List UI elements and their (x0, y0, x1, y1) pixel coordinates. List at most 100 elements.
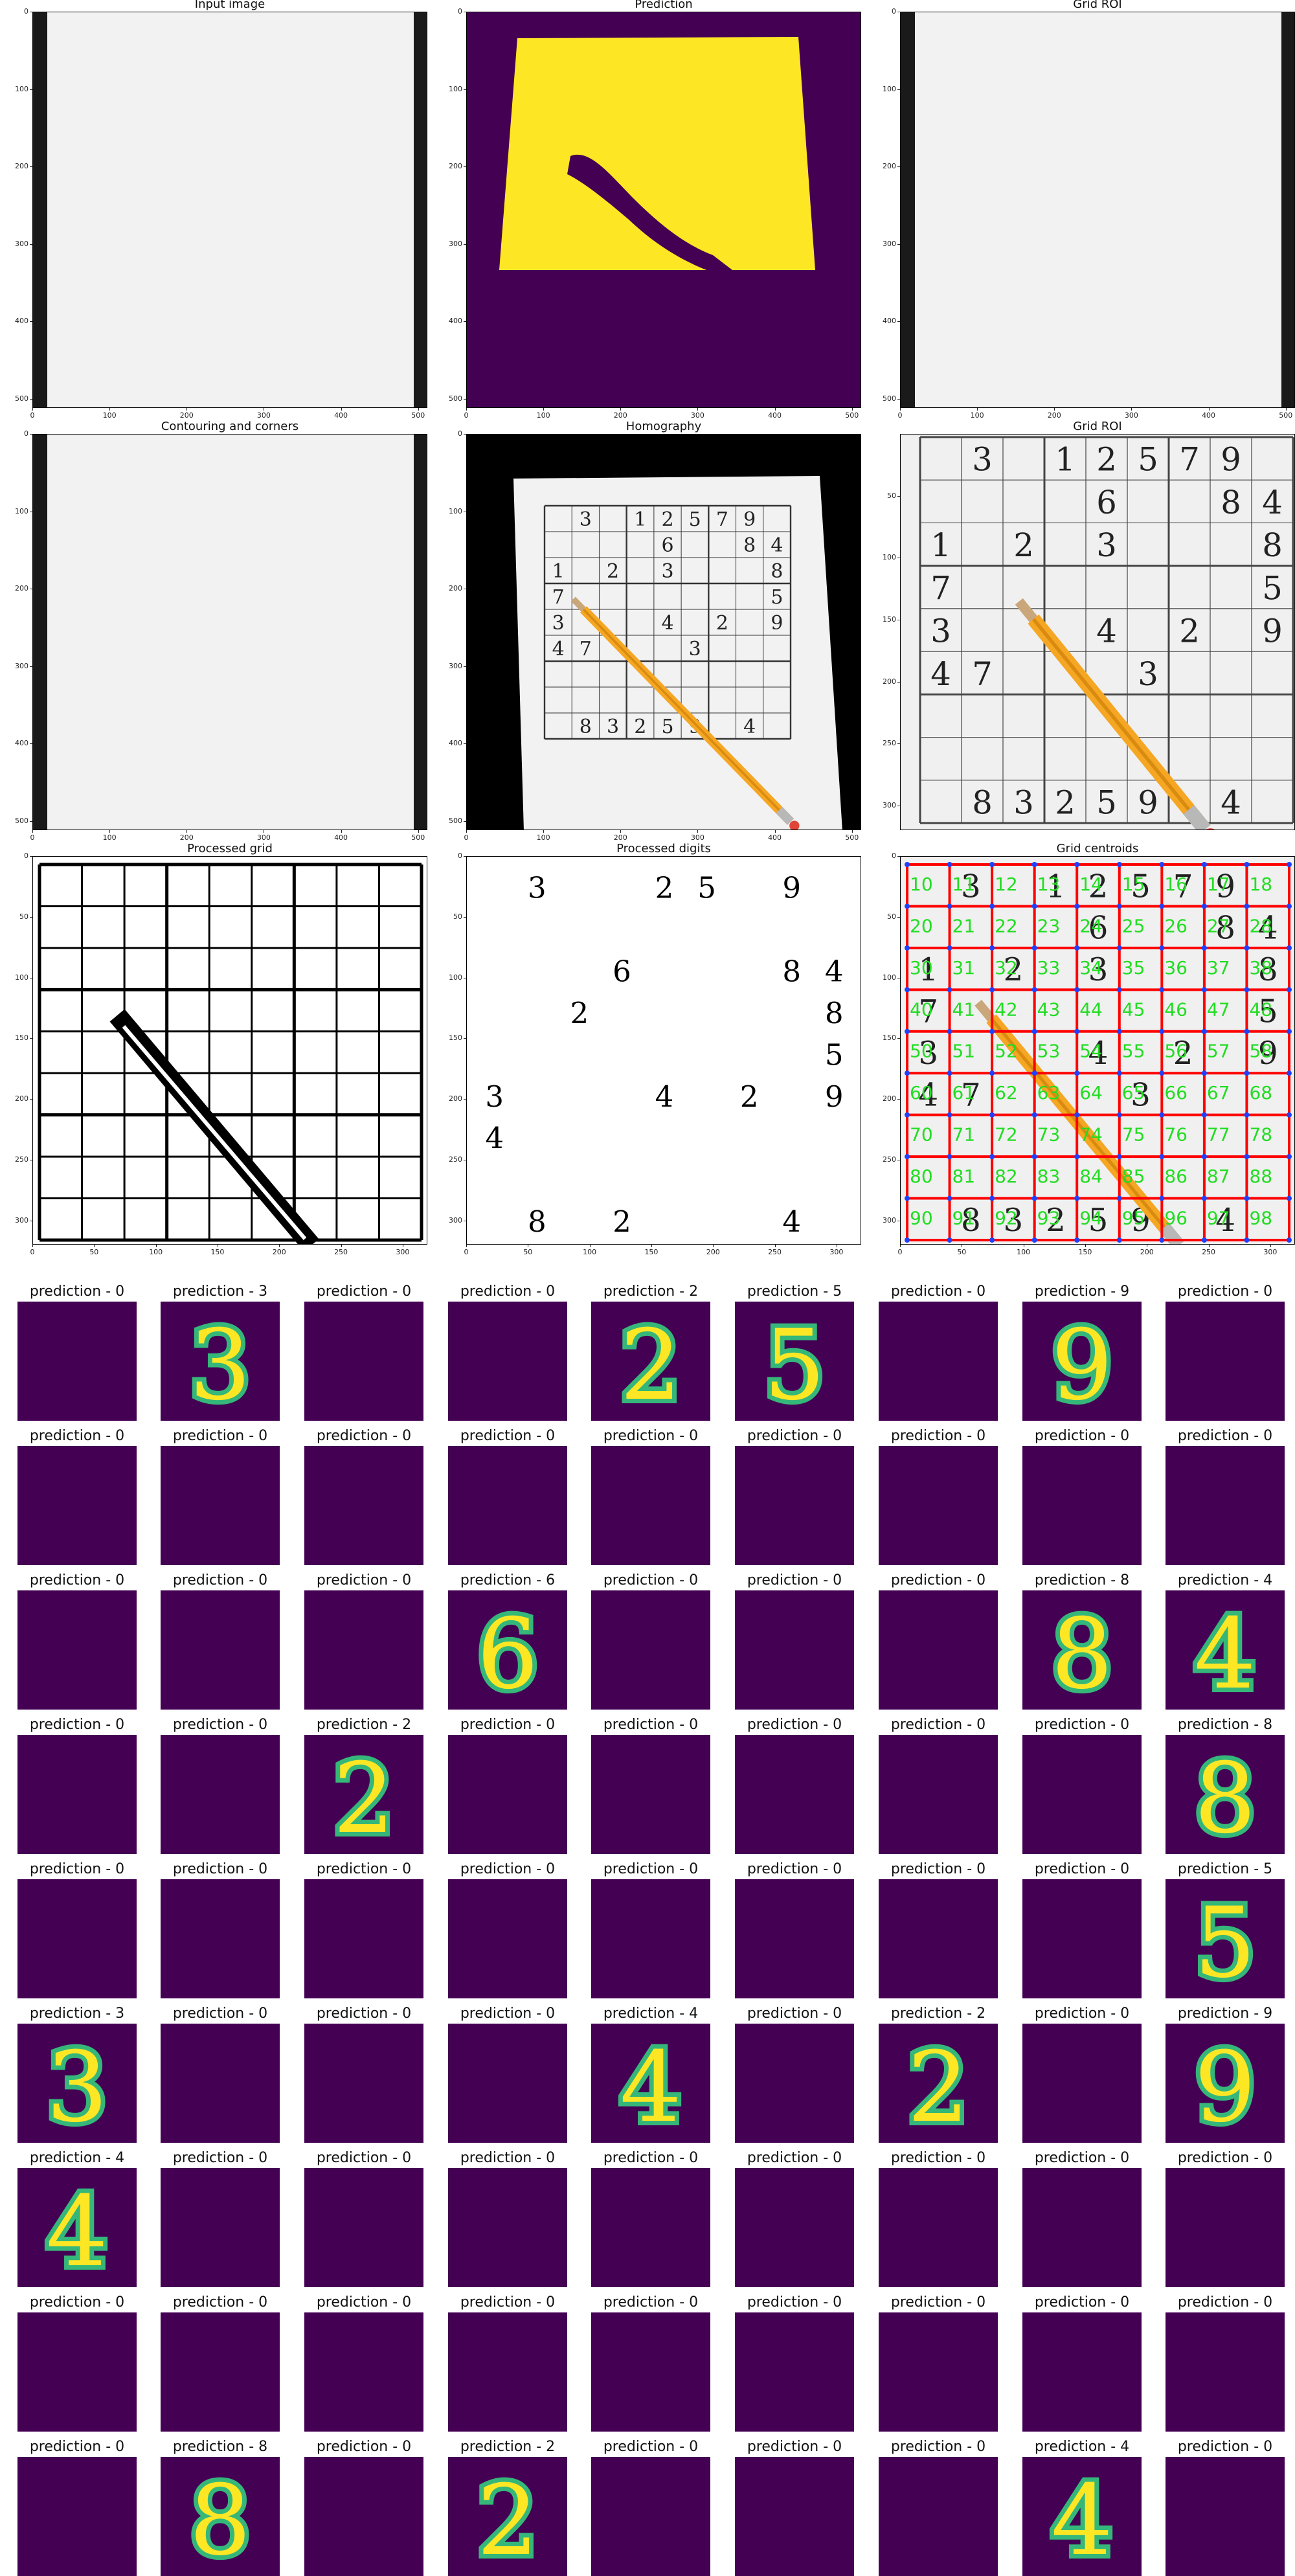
centroid-label: 58 (1249, 1041, 1272, 1062)
cell-prediction-tile (735, 1735, 854, 1854)
prediction-label: prediction - 0 (580, 1428, 722, 1444)
cell-prediction-tile (1166, 1302, 1285, 1421)
y-tick-label: 200 (870, 1094, 896, 1103)
corner-dot (947, 862, 952, 867)
corner-dot (1287, 1196, 1292, 1201)
prediction-label: prediction - 4 (6, 2150, 148, 2166)
y-tick-label: 0 (3, 429, 28, 438)
centroid-label: 13 (1037, 874, 1061, 895)
processed-digit: 4 (825, 954, 844, 988)
x-tick-mark (775, 830, 776, 833)
x-tick-mark (418, 830, 419, 833)
centroid-label: 33 (1037, 957, 1061, 978)
centroid-label: 95 (1122, 1208, 1145, 1229)
processed-digit: 3 (528, 871, 546, 905)
corner-dot (905, 945, 910, 951)
prediction-label: prediction - 0 (1011, 1717, 1153, 1733)
prediction-label: prediction - 0 (149, 1572, 291, 1588)
sudoku-digit: 8 (1262, 526, 1283, 564)
x-tick-label: 100 (143, 1248, 169, 1256)
sudoku-digit: 4 (661, 612, 673, 635)
y-tick-mark (30, 434, 32, 435)
centroid-label: 20 (910, 915, 933, 936)
corner-dot (1032, 1070, 1037, 1076)
digit-glyph: 2 (620, 1309, 681, 1421)
prediction-label: prediction - 2 (580, 1283, 722, 1300)
panel-title: Processed digits (466, 842, 861, 855)
prediction-label: prediction - 4 (1154, 1572, 1295, 1588)
corner-dot (1287, 1154, 1292, 1159)
prediction-label: prediction - 0 (293, 2439, 435, 2455)
y-tick-label: 50 (870, 912, 896, 921)
y-tick-label: 150 (436, 1034, 462, 1042)
corner-dot (989, 903, 995, 909)
cell-prediction-tile (304, 1879, 423, 1998)
corner-dot (1159, 1154, 1164, 1159)
y-tick-mark (897, 244, 900, 245)
corner-dot (1117, 903, 1122, 909)
x-tick-label: 0 (453, 411, 479, 420)
processed-digit: 8 (825, 996, 844, 1030)
y-tick-label: 100 (870, 973, 896, 982)
corner-dot (1287, 987, 1292, 992)
processed-digit: 8 (528, 1204, 546, 1239)
centroid-label: 37 (1207, 957, 1230, 978)
x-tick-mark (32, 830, 33, 833)
prediction-label: prediction - 9 (1011, 1283, 1153, 1300)
processed-digit: 2 (740, 1079, 759, 1114)
y-tick-mark (464, 244, 466, 245)
y-tick-label: 200 (870, 162, 896, 170)
paper-background (47, 12, 414, 408)
corner-dot (989, 1070, 995, 1076)
sudoku-digit: 2 (607, 560, 619, 583)
corner-dot (1202, 1154, 1207, 1159)
prediction-label: prediction - 0 (867, 1283, 1009, 1300)
prediction-label: prediction - 3 (149, 1283, 291, 1300)
prediction-label: prediction - 0 (149, 2005, 291, 2022)
prediction-label: prediction - 0 (1154, 2294, 1295, 2310)
prediction-label: prediction - 0 (293, 1572, 435, 1588)
sudoku-digit: 2 (1013, 526, 1034, 564)
corner-dot (1287, 862, 1292, 867)
centroid-label: 12 (995, 874, 1018, 895)
corner-dot (1074, 862, 1079, 867)
digit-glyph: 2 (477, 2465, 538, 2576)
prediction-label: prediction - 0 (580, 1572, 722, 1588)
centroid-label: 47 (1207, 999, 1230, 1020)
corner-dot (905, 1237, 910, 1243)
corner-dot (947, 1070, 952, 1076)
cell-prediction-tile (304, 2168, 423, 2287)
corner-dot (1202, 862, 1207, 867)
cell-prediction-tile (1166, 1446, 1285, 1565)
prediction-label: prediction - 0 (723, 2294, 866, 2310)
corner-dot (1244, 1237, 1249, 1243)
cell-prediction-tile (1022, 1735, 1142, 1854)
y-tick-label: 500 (3, 817, 28, 825)
x-tick-label: 200 (607, 411, 633, 420)
corner-dot (1202, 1113, 1207, 1118)
corner-dot (1074, 945, 1079, 951)
corner-dot (905, 1196, 910, 1201)
y-tick-label: 0 (436, 852, 462, 860)
corner-dot (1032, 903, 1037, 909)
prediction-label: prediction - 8 (1154, 1717, 1295, 1733)
prediction-label: prediction - 0 (867, 1717, 1009, 1733)
centroid-label: 44 (1079, 999, 1103, 1020)
centroid-label: 45 (1122, 999, 1145, 1020)
prediction-label: prediction - 0 (723, 2005, 866, 2022)
paper-background (915, 12, 1281, 408)
sudoku-digit: 5 (771, 586, 783, 609)
y-tick-mark (464, 1038, 466, 1039)
prediction-panel: Prediction (466, 12, 861, 408)
x-tick-label: 0 (19, 411, 45, 420)
y-tick-label: 100 (870, 85, 896, 93)
cell-prediction-tile (1022, 1879, 1142, 1998)
cell-prediction-tile (735, 1590, 854, 1710)
corner-dot (1244, 945, 1249, 951)
sudoku-digit: 9 (1138, 784, 1158, 821)
centroid-label: 18 (1249, 874, 1272, 895)
cell-prediction-tile (735, 2024, 854, 2143)
prediction-label: prediction - 0 (723, 2150, 866, 2166)
